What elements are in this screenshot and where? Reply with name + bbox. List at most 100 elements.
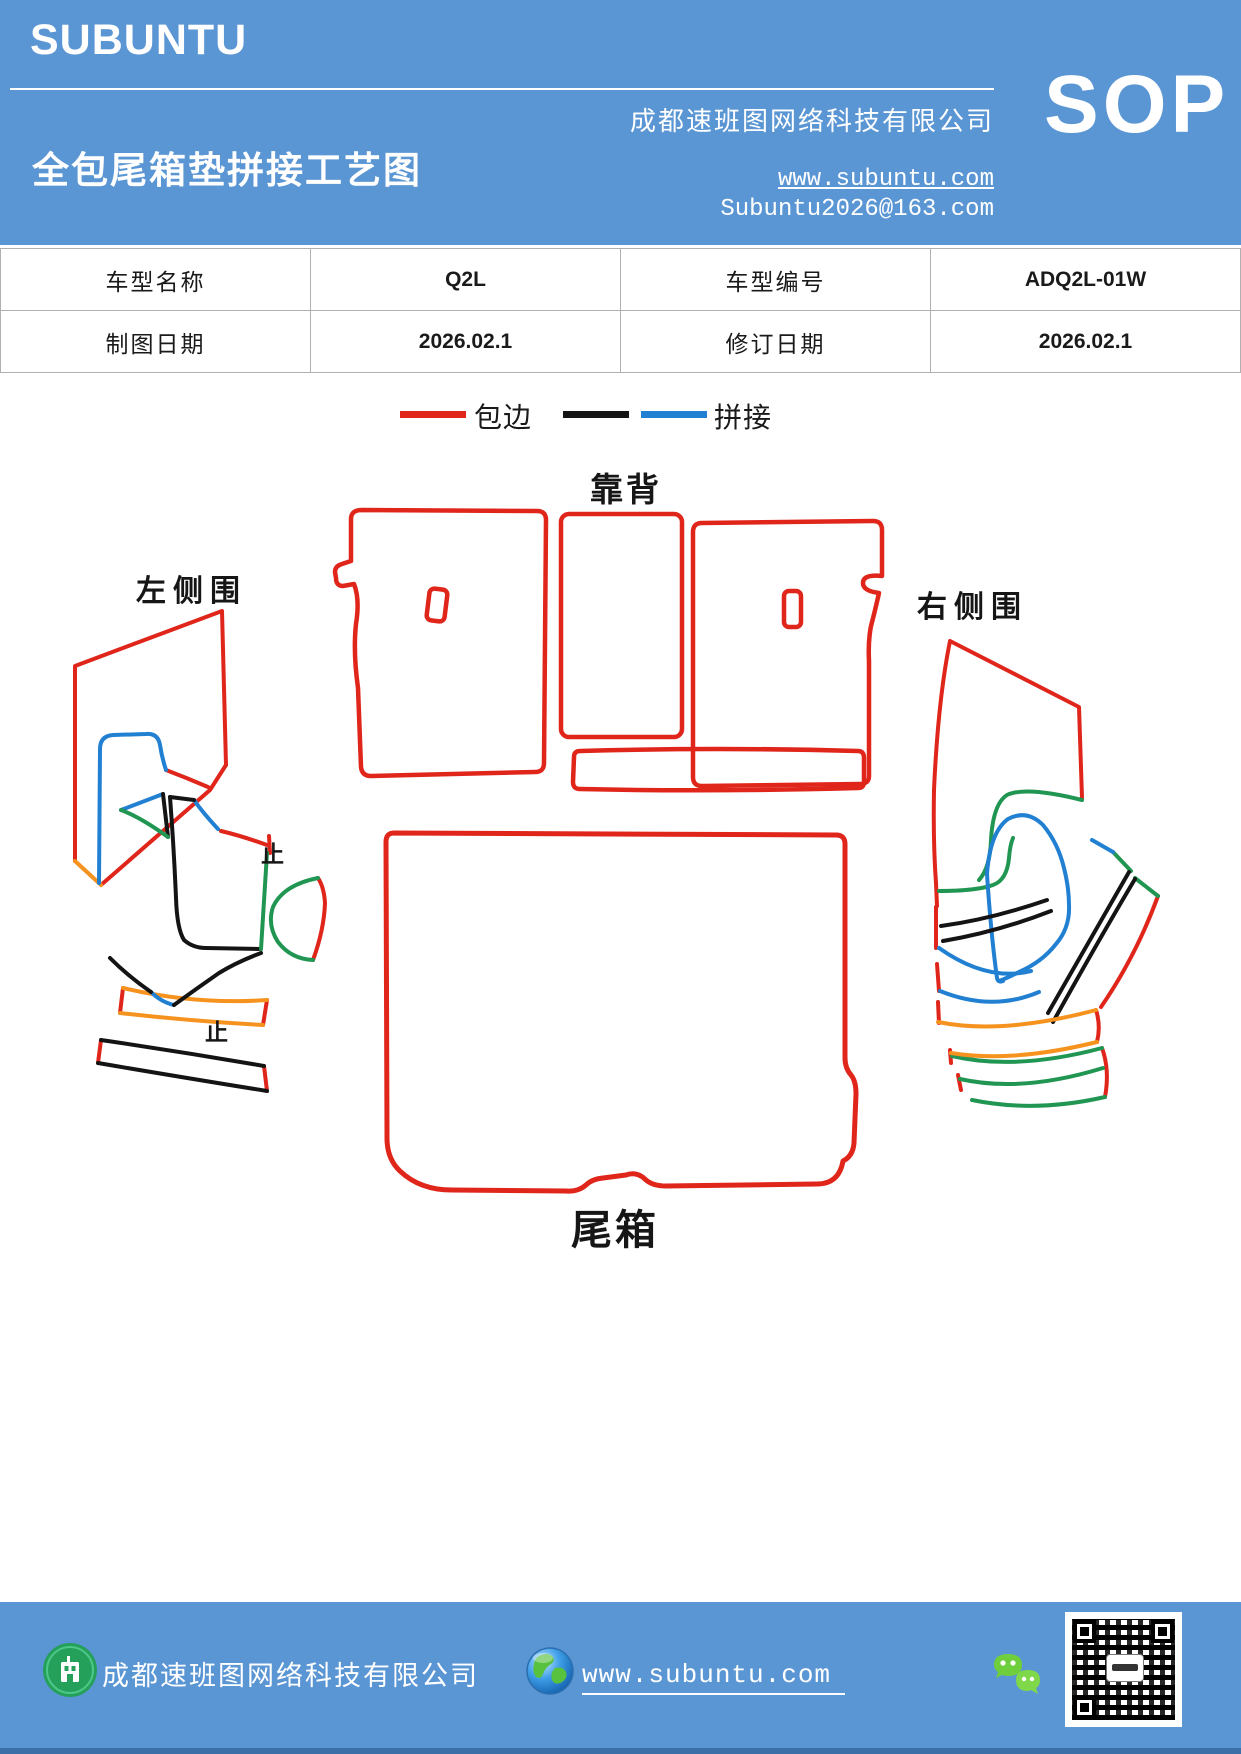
header-company-name: 成都速班图网络科技有限公司 bbox=[629, 107, 994, 136]
right-black-band-top bbox=[939, 898, 1049, 928]
right-edge-red-cap-3 bbox=[935, 962, 941, 993]
trunk-mat-outline bbox=[383, 830, 859, 1194]
left-strip2-black-top bbox=[99, 1038, 266, 1068]
backrest-label: 靠背 bbox=[590, 473, 662, 509]
model-code-value: ADQ2L-01W bbox=[930, 248, 1241, 311]
left-side-label: 左侧围 bbox=[136, 575, 247, 608]
vehicle-info-table: 车型名称 Q2L 车型编号 ADQ2L-01W 制图日期 2026.02.1 修… bbox=[0, 248, 1241, 373]
left-strip1-orange-bottom bbox=[118, 1011, 265, 1027]
header-divider bbox=[10, 88, 994, 90]
company-building-icon bbox=[42, 1642, 98, 1703]
left-blob-black-top bbox=[168, 795, 196, 802]
right-green-band2-top bbox=[950, 1046, 1104, 1064]
backrest-right-slot bbox=[781, 588, 804, 630]
left-wedge-black-left bbox=[108, 956, 153, 994]
right-diagonal-blue-edge bbox=[1090, 838, 1115, 854]
qr-finder-top-right bbox=[1151, 1620, 1174, 1643]
footer-company-name: 成都速班图网络科技有限公司 bbox=[102, 1661, 479, 1691]
revise-date-value: 2026.02.1 bbox=[930, 310, 1241, 373]
stop-mark-2: 止 bbox=[205, 1020, 228, 1045]
right-diagonal-green-a bbox=[1111, 850, 1133, 873]
left-blob-black-trunk bbox=[168, 795, 263, 951]
right-green-band-inner bbox=[937, 836, 1015, 893]
left-blue-piece-red-seam bbox=[164, 768, 210, 789]
left-blob-red-tick bbox=[267, 834, 272, 855]
right-orange-band-red-cap bbox=[1094, 1008, 1101, 1044]
right-orange-band-bottom bbox=[949, 1040, 1099, 1059]
right-bottom-green-edge bbox=[970, 1095, 1107, 1108]
left-wedge-black-right bbox=[172, 951, 263, 1007]
page-title: 全包尾箱垫拼接工艺图 bbox=[32, 151, 422, 192]
right-black-diagonal-1 bbox=[1046, 870, 1131, 1015]
right-edge-red-cap-4 bbox=[936, 1000, 941, 1025]
backrest-left-slot bbox=[424, 586, 450, 624]
right-orange-band-top bbox=[936, 1008, 1098, 1029]
table-row: 车型名称 Q2L 车型编号 ADQ2L-01W bbox=[0, 248, 1241, 311]
left-lens-green-arc bbox=[268, 876, 320, 962]
legend-splice-label: 拼接 bbox=[714, 403, 773, 434]
header-website-link[interactable]: www.subuntu.com bbox=[777, 166, 994, 193]
wechat-icon bbox=[990, 1650, 1048, 1703]
legend-splice-black-line bbox=[563, 411, 629, 418]
left-triangle-green-edge bbox=[119, 808, 170, 839]
right-edge-red-cap-6 bbox=[956, 1073, 963, 1092]
right-diagonal-green-b bbox=[1133, 876, 1160, 898]
left-strip1-red-cap-right bbox=[261, 998, 269, 1027]
left-blob-red-top-seam bbox=[219, 829, 269, 847]
left-blob-green-edge bbox=[259, 851, 269, 951]
left-lens-red-edge bbox=[311, 876, 327, 962]
right-blue-swoosh-top bbox=[937, 946, 1033, 976]
draw-date-value: 2026.02.1 bbox=[310, 310, 621, 373]
footer: 成都速班图网络科技有限公司 www.subuntu.com bbox=[0, 1602, 1241, 1754]
right-black-band-bottom bbox=[941, 909, 1053, 943]
globe-icon bbox=[525, 1646, 575, 1701]
left-side-panel-bottom-red-edge bbox=[99, 763, 228, 887]
qr-finder-top-left bbox=[1073, 1620, 1096, 1643]
left-blob-blue-edge bbox=[192, 798, 220, 831]
left-triangle-black-edge bbox=[161, 792, 170, 839]
qr-center-logo bbox=[1106, 1654, 1144, 1682]
right-blue-swoosh-bottom bbox=[938, 989, 1041, 1004]
left-side-panel-red-edge bbox=[73, 609, 228, 863]
left-blue-piece-outline bbox=[97, 731, 168, 885]
right-black-diagonal-2 bbox=[1051, 877, 1137, 1024]
revise-date-label: 修订日期 bbox=[620, 310, 931, 373]
left-strip1-orange-top bbox=[121, 986, 269, 1004]
legend-binding-label: 包边 bbox=[474, 403, 533, 434]
model-name-label: 车型名称 bbox=[0, 248, 311, 311]
right-diagonal-red-edge bbox=[1099, 894, 1160, 1009]
left-side-panel-orange-corner bbox=[73, 859, 103, 887]
footer-website-link[interactable]: www.subuntu.com bbox=[582, 1660, 846, 1695]
right-blue-arch bbox=[985, 813, 1072, 983]
header: SUBUNTU 全包尾箱垫拼接工艺图 成都速班图网络科技有限公司 www.sub… bbox=[0, 0, 1241, 245]
backrest-bottom-strip bbox=[570, 746, 867, 793]
right-green-band-red-cap bbox=[1100, 1046, 1109, 1099]
left-wedge-blue-arc bbox=[149, 990, 176, 1007]
header-email: Subuntu2026@163.com bbox=[720, 196, 994, 223]
left-strip2-black-bottom bbox=[96, 1061, 269, 1093]
sop-badge: SOP bbox=[1044, 59, 1230, 150]
legend-splice-blue-line bbox=[641, 411, 707, 418]
left-strip2-red-cap-left bbox=[96, 1038, 103, 1065]
brand-logo: SUBUNTU bbox=[30, 16, 248, 64]
footer-bottom-strip bbox=[0, 1748, 1241, 1754]
trunk-label: 尾箱 bbox=[571, 1207, 659, 1253]
qr-finder-bottom-left bbox=[1073, 1696, 1096, 1719]
left-strip1-red-cap-left bbox=[118, 986, 125, 1015]
left-triangle-blue-edge bbox=[119, 792, 165, 812]
stop-mark-1: 止 bbox=[261, 842, 284, 867]
draw-date-label: 制图日期 bbox=[0, 310, 311, 373]
model-name-value: Q2L bbox=[310, 248, 621, 311]
backrest-left-outline bbox=[332, 507, 549, 779]
table-row: 制图日期 2026.02.1 修订日期 2026.02.1 bbox=[0, 310, 1241, 373]
qr-code bbox=[1065, 1612, 1182, 1727]
right-side-panel-red-edge bbox=[931, 639, 1084, 885]
right-side-label: 右侧围 bbox=[917, 591, 1028, 624]
model-code-label: 车型编号 bbox=[620, 248, 931, 311]
legend-binding-line bbox=[400, 411, 466, 418]
left-strip2-red-cap-right bbox=[262, 1064, 269, 1093]
backrest-right-outline bbox=[690, 518, 885, 789]
right-green-band2-bottom bbox=[958, 1066, 1105, 1086]
